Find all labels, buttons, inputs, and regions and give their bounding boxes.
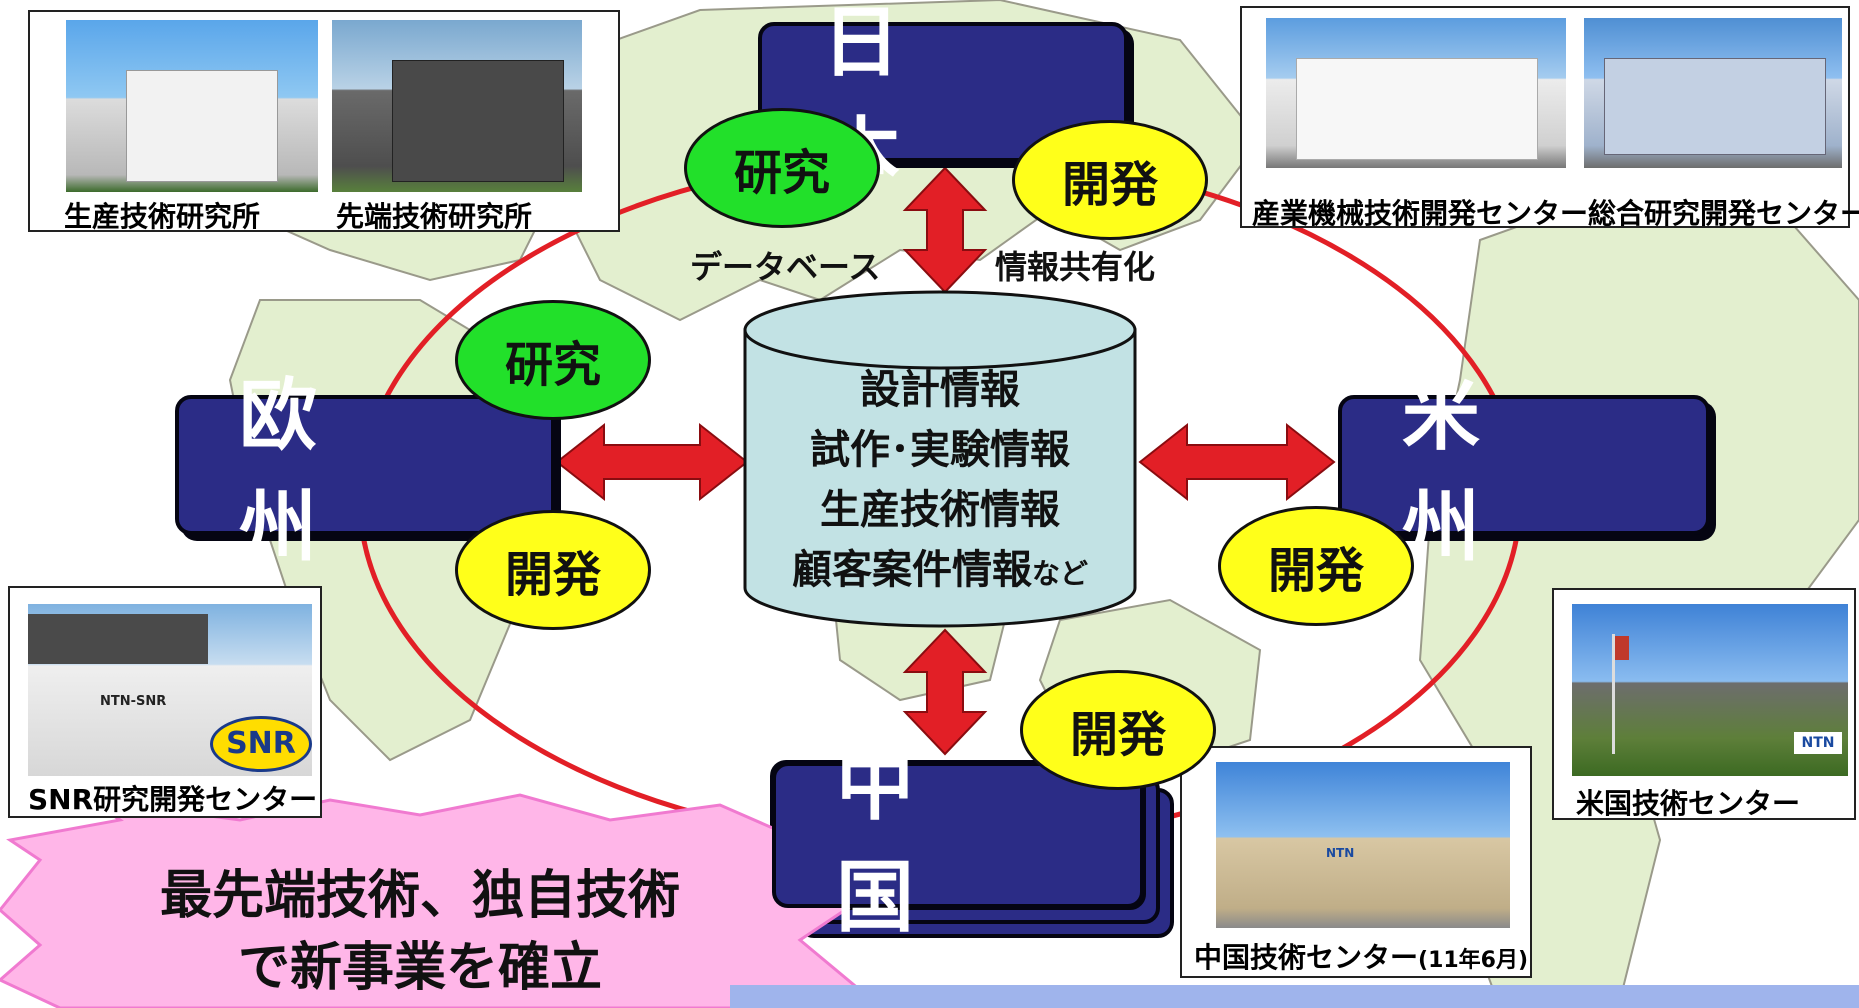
flag — [1615, 636, 1629, 660]
db-production-info: 生産技術情報 — [820, 487, 1060, 533]
slogan-line1: 最先端技術、独自技術 — [159, 866, 680, 926]
industrial-machinery-center-caption: 産業機械技術開発センター — [1252, 197, 1589, 230]
info-sharing-label: 情報共有化 — [995, 248, 1156, 286]
advanced-tech-lab-caption: 先端技術研究所 — [336, 200, 533, 233]
building-shape — [1604, 58, 1826, 155]
snr-logo: SNR — [210, 716, 312, 772]
japan-research-badge: 研究 — [684, 108, 880, 228]
region-china: 中 国 — [772, 741, 1144, 943]
building-roof — [28, 614, 208, 664]
america-development-badge: 開発 — [1218, 506, 1414, 626]
america-photo-panel: NTN 米国技術センター — [1552, 588, 1856, 820]
database-label: データベース — [690, 248, 881, 286]
db-design-info: 設計情報 — [860, 367, 1020, 413]
advanced-tech-lab-photo — [332, 20, 582, 192]
snr-rd-center-photo: NTN-SNR SNR — [28, 604, 312, 776]
ntn-sign: NTN — [1326, 846, 1355, 860]
building-shape — [1296, 58, 1538, 160]
building-shape — [392, 60, 564, 182]
db-customer-info-suffix: など — [1031, 557, 1088, 590]
db-customer-info-main: 顧客案件情報 — [791, 547, 1032, 593]
japan-left-photo-panel: 生産技術研究所 先端技術研究所 — [28, 10, 620, 233]
us-tech-center-caption: 米国技術センター — [1576, 787, 1801, 820]
region-europe: 欧 州 — [175, 371, 555, 573]
building-shape — [126, 70, 278, 182]
flag-pole — [1612, 634, 1615, 754]
production-tech-lab-photo — [66, 20, 318, 192]
db-customer-info: 顧客案件情報など — [740, 540, 1140, 604]
database-cylinder — [743, 290, 1137, 628]
europe-photo-panel: NTN-SNR SNR SNR研究開発センター — [8, 586, 322, 818]
arrow-europe-db — [555, 422, 749, 502]
europe-development-badge: 開発 — [455, 510, 651, 630]
china-development-badge: 開発 — [1020, 670, 1216, 790]
general-rd-center-caption: 総合研究開発センター — [1588, 197, 1859, 230]
general-rd-center-photo — [1584, 18, 1842, 168]
region-america: 米 州 — [1338, 371, 1710, 573]
china-tech-center-caption: 中国技術センター(11年6月) — [1194, 936, 1528, 976]
industrial-machinery-center-photo — [1266, 18, 1566, 168]
china-tech-center-photo: NTN — [1216, 762, 1510, 928]
china-photo-panel: NTN 中国技術センター(11年6月) — [1180, 746, 1532, 978]
arrow-america-db — [1138, 422, 1336, 502]
china-caption-date: (11年6月) — [1418, 948, 1529, 973]
slogan-line2: で新事業を確立 — [237, 938, 602, 998]
db-prototype-info: 試作･実験情報 — [810, 427, 1070, 473]
arrow-china-db — [902, 628, 988, 756]
production-tech-lab-caption: 生産技術研究所 — [64, 200, 261, 233]
building-sign: NTN-SNR — [100, 694, 167, 709]
snr-rd-center-caption: SNR研究開発センター — [28, 783, 318, 816]
europe-research-badge: 研究 — [455, 300, 651, 420]
bottom-stripe — [730, 985, 1859, 1008]
china-caption-main: 中国技術センター — [1194, 941, 1419, 974]
us-tech-center-photo: NTN — [1572, 604, 1848, 776]
japan-development-badge: 開発 — [1012, 120, 1208, 240]
japan-right-photo-panel: 産業機械技術開発センター 総合研究開発センター — [1240, 6, 1859, 230]
arrows — [555, 166, 1336, 756]
ntn-sign: NTN — [1794, 732, 1842, 754]
